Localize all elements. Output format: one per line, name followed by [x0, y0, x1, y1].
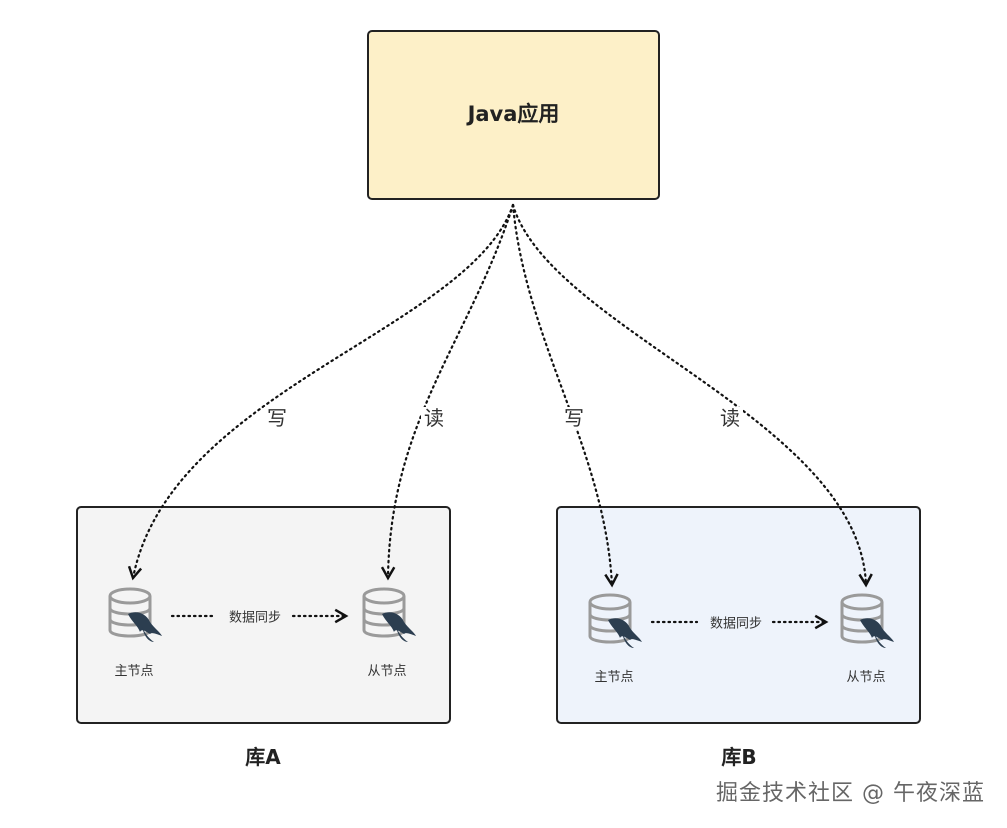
edge-label-read-b: 读: [717, 407, 743, 429]
mysql-database-icon: [588, 593, 642, 648]
slave-node-label-b: 从节点: [846, 670, 886, 685]
database-cluster-b: [556, 506, 921, 724]
sync-label-b: 数据同步: [709, 616, 763, 632]
mysql-database-icon: [108, 587, 162, 642]
write-edge-a: [127, 203, 515, 581]
edge-label-read-a: 读: [421, 407, 447, 429]
watermark: 掘金技术社区 @ 午夜深蓝: [716, 781, 985, 806]
write-edge-b: [511, 203, 619, 588]
read-edge-b: [511, 203, 873, 588]
java-app-title: Java应用: [467, 101, 560, 126]
mysql-database-icon: [840, 593, 894, 648]
mysql-database-icon: [362, 587, 416, 642]
edge-label-write-a: 写: [264, 407, 290, 429]
cluster-label-a: 库A: [245, 745, 281, 769]
java-app-box: Java应用: [367, 30, 660, 200]
master-node-label-a: 主节点: [114, 664, 154, 679]
sync-label-a: 数据同步: [228, 610, 282, 626]
slave-node-label-a: 从节点: [367, 664, 407, 679]
cluster-label-b: 库B: [721, 745, 757, 769]
read-edge-a: [380, 203, 515, 581]
edge-label-write-b: 写: [561, 407, 587, 429]
master-node-label-b: 主节点: [594, 670, 634, 685]
